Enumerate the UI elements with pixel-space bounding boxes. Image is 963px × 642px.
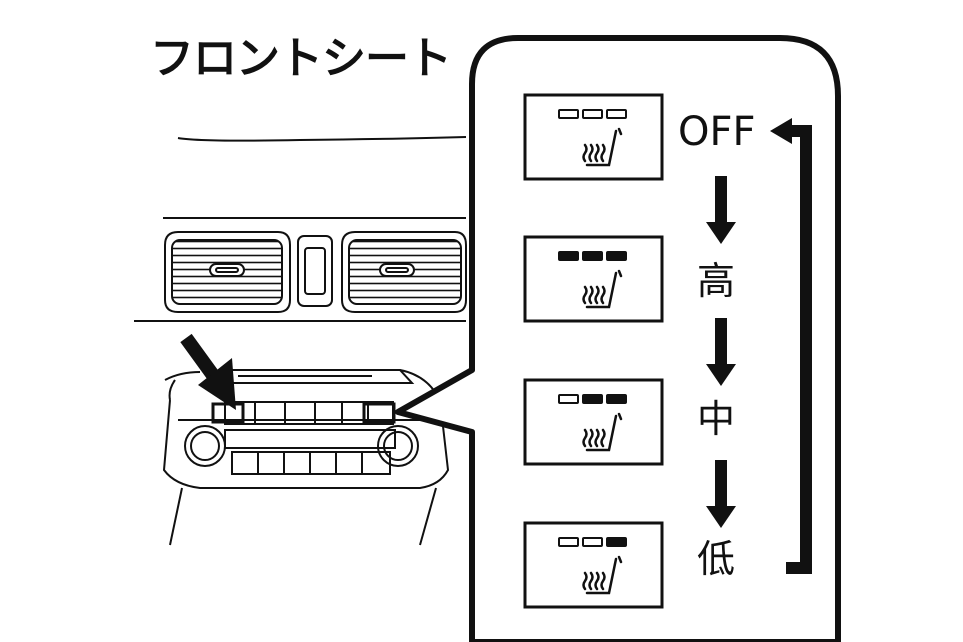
seat-heater-icon [582,555,623,595]
indicator-lamp [606,109,627,119]
indicator-lamp [606,251,627,261]
indicator-lamp [606,394,627,404]
dashboard-top-line [177,136,467,142]
indicator-lamp [582,537,603,547]
indicator-lamp [606,537,627,547]
level-label-off: OFF [678,109,756,155]
right-seat-switch [362,402,396,424]
seat-heater-panels [523,93,664,609]
right-knob [377,425,419,467]
level-label-high: 高 [697,259,736,303]
air-vents [164,231,467,313]
seat-heater-icon [582,269,623,309]
center-console [162,369,450,546]
level-label-mid: 中 [697,397,736,441]
return-arrow-icon [786,125,812,574]
indicator-lamp [558,537,579,547]
hazard-switch [297,235,333,307]
seat-heater-icon [582,127,623,167]
sequence-arrows [706,176,736,528]
pointer-arrow-icon [180,333,236,410]
indicator-lamp [558,251,579,261]
indicator-lamp [582,251,603,261]
dashboard-illustration [134,136,467,546]
callout-bubble [395,35,841,642]
seat-heater-panel-high [523,235,664,323]
level-label-low: 低 [697,537,736,581]
indicator-lamp [558,394,579,404]
return-arrow-head [770,118,792,144]
page-title: フロントシート [150,33,452,84]
indicator-lamp [582,394,603,404]
seat-heater-icon [582,412,623,452]
indicator-lamp [582,109,603,119]
indicator-lamp [558,109,579,119]
seat-heater-panel-low [523,521,664,609]
seat-heater-panel-off [523,93,664,181]
left-knob [184,425,226,467]
seat-heater-panel-mid [523,378,664,466]
